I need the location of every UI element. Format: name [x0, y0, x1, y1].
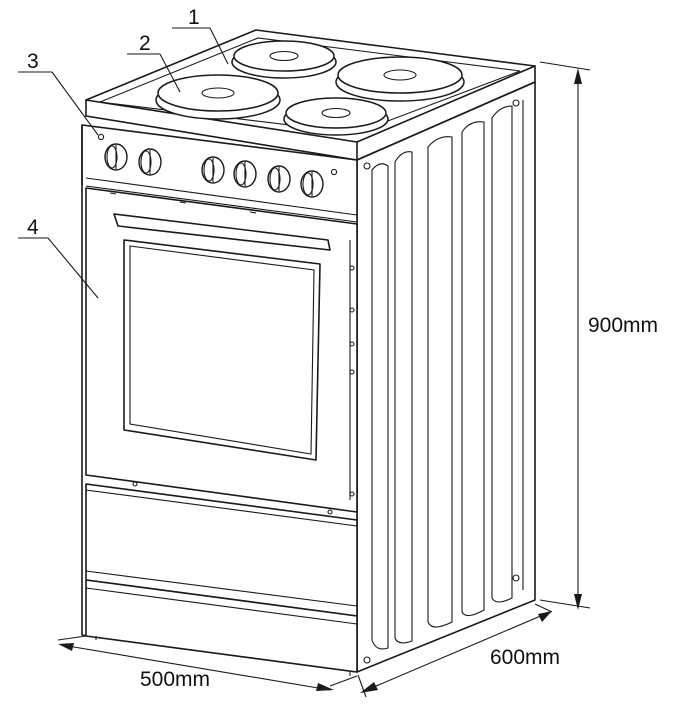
control-knob[interactable]: [104, 143, 128, 171]
height-dimension: 900mm: [539, 61, 658, 610]
burner-front-left: [155, 74, 281, 120]
width-dimension-label: 500mm: [140, 668, 210, 691]
depth-dimension: 600mm: [357, 603, 560, 698]
callout-3: 3: [18, 50, 99, 136]
door-handle[interactable]: [113, 213, 331, 251]
indicator-light-left: [97, 133, 105, 141]
burner-rear-right: [335, 56, 465, 102]
callout-3-label: 3: [27, 50, 39, 73]
control-knob[interactable]: [138, 148, 162, 176]
cooktop: [85, 29, 536, 161]
callout-2-label: 2: [139, 32, 151, 55]
control-knob[interactable]: [300, 170, 324, 198]
control-knob[interactable]: [267, 165, 291, 193]
height-dimension-label: 900mm: [588, 314, 658, 337]
control-panel: [81, 124, 358, 223]
callout-1-label: 1: [188, 6, 200, 29]
oven-window: [123, 239, 321, 461]
control-knob[interactable]: [233, 160, 257, 188]
width-dimension: 500mm: [57, 635, 358, 691]
control-knob[interactable]: [201, 156, 225, 184]
burner-rear-left: [231, 40, 337, 79]
oven-door: [85, 187, 358, 513]
indicator-light-right: [330, 168, 338, 176]
side-panel: [356, 81, 536, 673]
burner-front-right: [283, 97, 389, 136]
storage-drawer[interactable]: [85, 481, 358, 676]
callout-2: 2: [127, 32, 181, 93]
depth-dimension-label: 600mm: [490, 646, 560, 669]
callout-4: 4: [18, 216, 99, 299]
callout-4-label: 4: [27, 216, 39, 239]
callout-1: 1: [172, 6, 229, 65]
